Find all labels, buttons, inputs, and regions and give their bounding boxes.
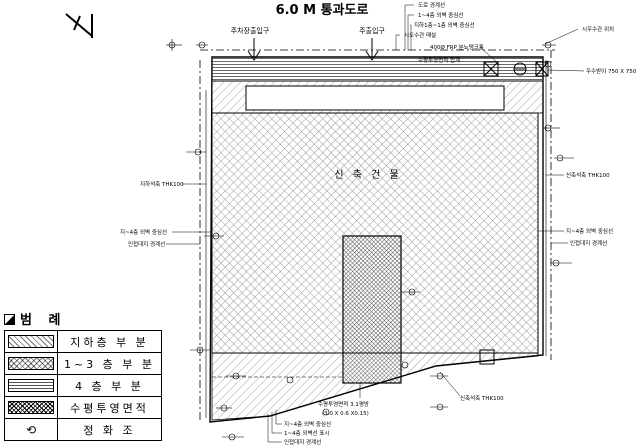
legend-row: 4 층 부 분 (4, 374, 162, 397)
sewer-size-label: 우수받이 750 X 750 (586, 67, 637, 75)
legend: 범 례 지하층 부 분 1~3 층 부 분 4 층 부 분 수평투영면적 ⟲ 정… (4, 312, 162, 441)
septic-cover-label: 시오수관 매설 (404, 31, 436, 39)
lower-strip (211, 352, 539, 421)
underground-swatch (8, 335, 54, 348)
car-entrance-label: 주차장출입구 (231, 26, 270, 35)
bottom-right-wall-label: 신축석축 THK100 (460, 394, 504, 402)
legend-label: 정 화 조 (57, 418, 162, 441)
north-arrow-icon (65, 13, 93, 38)
left-wall-label: 지하석축 THK100 (140, 180, 184, 188)
floors-base-label: 지하1층~1층 외벽 중심선 (414, 21, 475, 29)
legend-row: 1~3 층 부 분 (4, 352, 162, 375)
floor4-swatch (8, 379, 54, 392)
main-entrance-label: 주출입구 (359, 26, 385, 35)
small-box-right-icon (479, 349, 495, 365)
inner-bar (245, 85, 505, 111)
building-label: 신 축 건 물 (334, 169, 401, 181)
road-boundary-label: 도로 경계선 (418, 1, 445, 9)
legend-label: 1~3 층 부 분 (57, 352, 162, 375)
right-outer-label: 지~4층 외벽 중심선 (566, 227, 613, 235)
water-dims-label: (3.0 X 0.6 X0.15) (322, 411, 369, 417)
legend-marker-icon (4, 314, 15, 325)
sewer-box-icon (535, 61, 549, 77)
water-line-label: 수평투영면적 합계 (418, 56, 460, 64)
left-site-label: 인접대지 경계선 (128, 240, 165, 248)
manhole-label: 시우수관 위치 (582, 25, 614, 33)
legend-label: 수평투영면적 (57, 396, 162, 419)
projection-swatch (8, 401, 54, 414)
legend-table: 지하층 부 분 1~3 층 부 분 4 층 부 분 수평투영면적 ⟲ 정 화 조 (4, 330, 162, 441)
bottom-outer-label: 지~4층 외벽 중심선 (284, 420, 331, 428)
septic-swatch-icon: ⟲ (25, 422, 37, 437)
top-setback-area (211, 56, 544, 82)
legend-label: 4 층 부 분 (57, 374, 162, 397)
bottom-site-label: 인접대지 경계선 (284, 438, 321, 446)
road-title: 6.0 M 통과도로 (276, 3, 369, 18)
legend-label: 지하층 부 분 (57, 330, 162, 353)
floors-outer-label: 1~4층 외벽 중심선 (418, 11, 463, 19)
legend-title: 범 례 (4, 312, 162, 330)
legend-row: 수평투영면적 (4, 396, 162, 419)
manhole-icon (483, 61, 499, 77)
water-area-label: 수평투영면적 3.1평방 (318, 400, 369, 408)
left-outer-label: 지~4층 외벽 중심선 (120, 228, 167, 236)
legend-row: ⟲ 정 화 조 (4, 418, 162, 441)
bottom-floors-label: 1~4층 외벽선 표시 (284, 429, 329, 437)
right-site-label: 인접대지 경계선 (570, 239, 607, 247)
right-wall-label: 신축석축 THK100 (566, 171, 610, 179)
section-marker-icon (166, 39, 574, 441)
tank-circle-icon (513, 62, 527, 76)
fountain-label: 400Ø FRP 분뇨탱크통 (430, 44, 484, 51)
floor13-swatch (8, 357, 54, 370)
legend-row: 지하층 부 분 (4, 330, 162, 353)
